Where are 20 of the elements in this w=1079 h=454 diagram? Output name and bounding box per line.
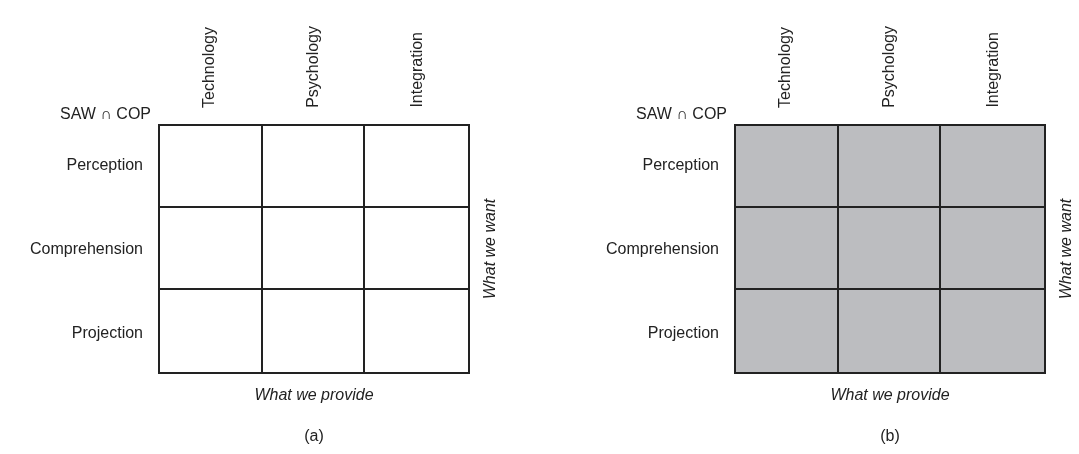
row-header: Comprehension <box>30 239 143 259</box>
panel-label: (b) <box>879 426 901 446</box>
panel-label: (a) <box>303 426 325 446</box>
row-header: Projection <box>71 323 143 343</box>
row-header: Perception <box>66 155 143 175</box>
axis-label: What we want <box>480 198 499 300</box>
row-header: Perception <box>642 155 719 175</box>
corner-label: SAW ∩ COP <box>60 104 151 124</box>
column-header: Integration <box>407 32 426 108</box>
row-header: Comprehension <box>606 239 719 259</box>
column-header: Technology <box>199 27 218 108</box>
column-header: Psychology <box>303 26 322 108</box>
column-header: Technology <box>775 27 794 108</box>
axis-label: What we provide <box>253 385 375 405</box>
column-header: Psychology <box>879 26 898 108</box>
row-header: Projection <box>647 323 719 343</box>
axis-label: What we want <box>1056 198 1075 300</box>
axis-label: What we provide <box>829 385 951 405</box>
corner-label: SAW ∩ COP <box>636 104 727 124</box>
column-header: Integration <box>983 32 1002 108</box>
